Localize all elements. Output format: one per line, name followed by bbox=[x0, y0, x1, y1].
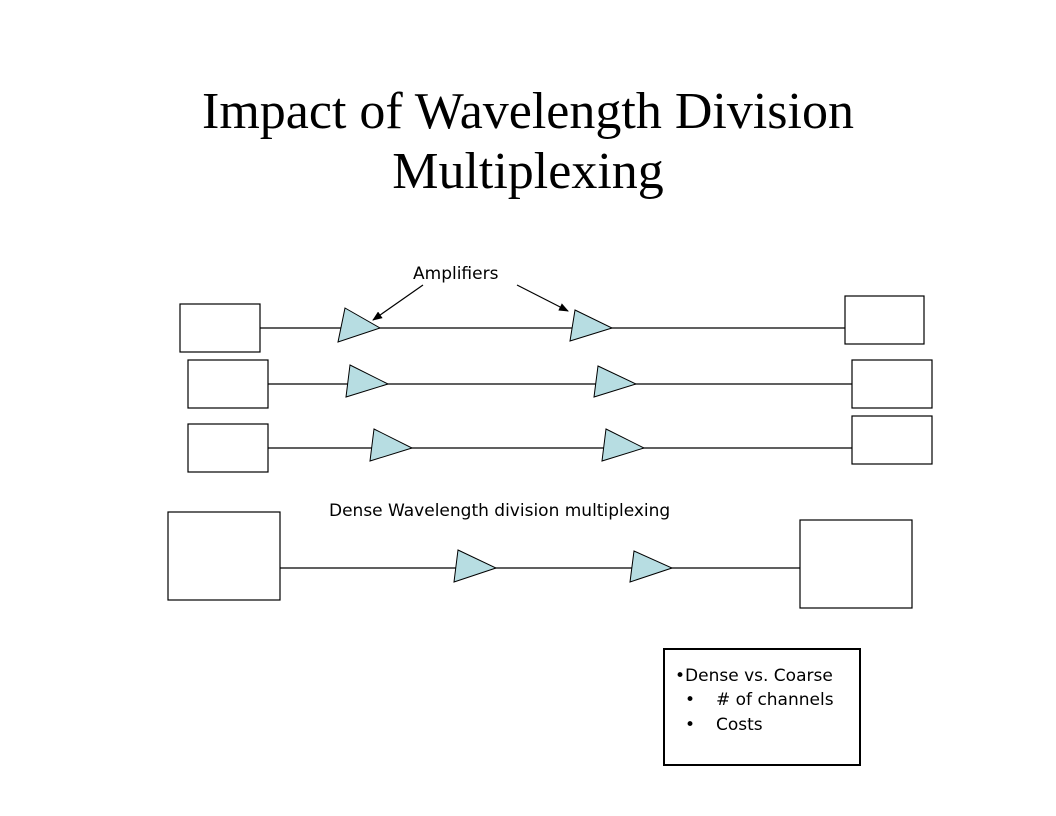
receiver-box bbox=[851, 415, 933, 465]
amplifier-icon bbox=[337, 307, 382, 343]
callout-heading: Dense vs. Coarse bbox=[685, 666, 833, 686]
amplifier-icon bbox=[453, 549, 498, 583]
dwdm-transmitter-box bbox=[167, 511, 281, 601]
slide-title-line-2: Multiplexing bbox=[392, 143, 664, 200]
dwdm-receiver-box bbox=[799, 519, 913, 609]
dwdm-label: Dense Wavelength division multiplexing bbox=[329, 501, 670, 521]
callout-item-row: • bbox=[685, 715, 695, 735]
callout-item-row: • bbox=[685, 690, 695, 710]
transmitter-box bbox=[187, 359, 269, 409]
amplifier-callout-arrow-left bbox=[372, 284, 424, 321]
wdm-link-2 bbox=[187, 359, 933, 409]
amplifier-callout-arrow-right bbox=[516, 284, 569, 312]
callout-item-text: Costs bbox=[716, 715, 763, 735]
amplifier-icon bbox=[629, 550, 674, 583]
slide-title: Impact of Wavelength Division Multiplexi… bbox=[0, 82, 1056, 202]
callout-heading-row: •Dense vs. Coarse bbox=[675, 666, 833, 686]
callout-item-text: # of channels bbox=[716, 690, 834, 710]
amplifiers-label: Amplifiers bbox=[413, 264, 499, 284]
transmitter-box bbox=[187, 423, 269, 473]
transmitter-box bbox=[179, 303, 261, 353]
amplifier-icon bbox=[569, 309, 614, 342]
wdm-link-1 bbox=[179, 295, 925, 353]
amplifier-icon bbox=[369, 428, 414, 462]
receiver-box bbox=[844, 295, 925, 345]
bullet-icon: • bbox=[675, 666, 686, 686]
amplifier-icon bbox=[601, 428, 646, 462]
wdm-link-3 bbox=[187, 415, 933, 473]
amplifier-icon bbox=[345, 364, 390, 398]
bullet-icon: • bbox=[685, 690, 696, 710]
amplifier-icon bbox=[593, 365, 638, 398]
dwdm-link bbox=[167, 511, 913, 609]
slide-title-line-1: Impact of Wavelength Division bbox=[202, 83, 854, 140]
receiver-box bbox=[851, 359, 933, 409]
bullet-icon: • bbox=[685, 715, 696, 735]
notes-callout-box: •Dense vs. Coarse • # of channels • Cost… bbox=[663, 648, 861, 766]
